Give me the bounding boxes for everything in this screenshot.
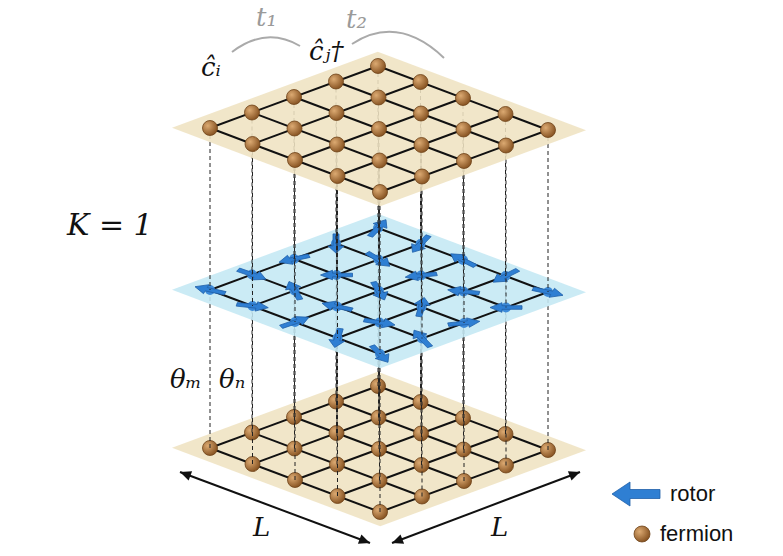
fermion-site (329, 106, 344, 121)
interlayer-link (252, 306, 253, 464)
legend-fermion-sample (634, 526, 650, 542)
lattice-bond (295, 98, 463, 160)
rotor-arrow (237, 268, 266, 280)
fermion-site (414, 138, 429, 153)
interlayer-link (422, 339, 423, 497)
fermion-site (371, 90, 386, 105)
dimension-arrow (392, 472, 580, 543)
legend-text: fermion (660, 523, 733, 545)
rotor-arrow (236, 302, 268, 311)
rotor-arrow (367, 220, 387, 238)
interlayer-link (464, 161, 465, 323)
legend-rotor-sample (612, 482, 660, 506)
interlayer-link (464, 323, 465, 481)
fermion-site (372, 122, 387, 137)
interlayer-link (506, 146, 507, 308)
fermion-site (372, 153, 387, 168)
interlayer-link (210, 128, 211, 290)
arrow-head (568, 471, 580, 480)
fermion-site (413, 75, 428, 90)
rotor-arrow (413, 330, 433, 348)
interlayer-link (295, 160, 296, 322)
fermion-site (498, 107, 513, 122)
angle-label: θₙ (219, 366, 245, 392)
interlayer-link (337, 176, 338, 338)
fermion-site (456, 122, 471, 137)
fermion-site (288, 153, 303, 168)
interlayer-link (380, 192, 381, 354)
rotor-arrow (369, 345, 389, 363)
rotor-arrow (532, 287, 563, 297)
rotor-arrow (414, 298, 430, 317)
interlayer-link (380, 354, 381, 512)
fermion-site (330, 169, 345, 184)
fermion-site (457, 154, 472, 169)
arrow-head (358, 535, 370, 544)
rotor-arrow (329, 328, 345, 347)
hopping-label: t₂ (346, 6, 367, 32)
dimension-label: L (253, 514, 270, 540)
operator-label: ĉᵢ (201, 54, 221, 80)
lattice-bond (380, 130, 548, 192)
rotor-arrow (195, 285, 226, 295)
fermion-site (541, 123, 556, 138)
interlayer-link (422, 177, 423, 339)
interlayer-link (252, 144, 253, 306)
rotor-arrow (365, 251, 390, 266)
interlayer-link (337, 338, 338, 496)
hopping-label: t₁ (256, 4, 277, 30)
fermion-site (415, 169, 430, 184)
fermion-site (245, 137, 260, 152)
fermion-site (245, 105, 260, 120)
interlayer-link (210, 290, 211, 448)
fermion-site (373, 185, 388, 200)
fermion-plane (172, 52, 586, 206)
dimension-label: L (491, 514, 508, 540)
fermion-site (287, 90, 302, 105)
fermion-site (330, 137, 345, 152)
legend-text: rotor (670, 483, 715, 505)
fermion-site (329, 74, 344, 89)
hopping-arc (232, 37, 300, 52)
fermion-site (499, 138, 514, 153)
interlayer-link (548, 130, 549, 292)
lattice-bond (378, 66, 548, 130)
arrow-head (180, 471, 192, 480)
angle-label: θₘ (170, 366, 202, 392)
arrow-head (392, 534, 404, 543)
hopping-arc (352, 32, 444, 58)
rotor-arrow (363, 318, 395, 328)
fermion-site (203, 121, 218, 136)
lattice-bond (338, 114, 506, 176)
lattice-bond (336, 82, 506, 146)
fermion-site (456, 91, 471, 106)
fermion-site (371, 59, 386, 74)
interlayer-link (506, 308, 507, 466)
coupling-label: K = 1 (67, 210, 153, 240)
operator-label: ĉⱼ† (309, 38, 343, 64)
dimension-arrow (180, 472, 370, 543)
rotor-arrow (280, 317, 309, 329)
fermion-site (287, 121, 302, 136)
interlayer-link (548, 292, 549, 450)
lattice-bond (294, 97, 464, 161)
fermion-site (414, 106, 429, 121)
interlayer-link (295, 322, 296, 480)
